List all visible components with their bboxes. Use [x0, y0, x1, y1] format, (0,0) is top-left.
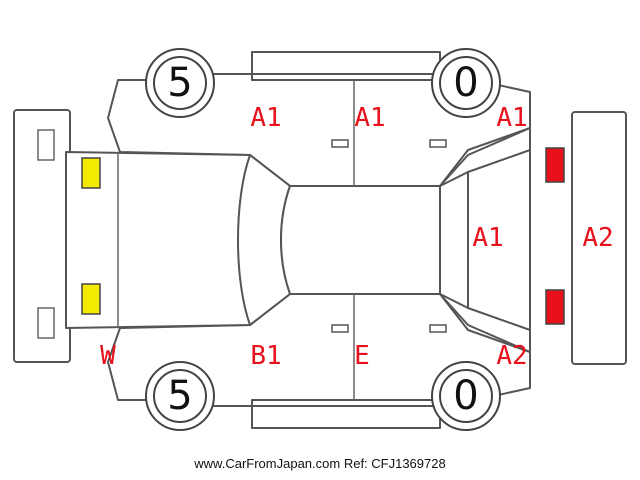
- code-front-right-door: B1: [250, 341, 281, 371]
- code-rear-right-door: E: [354, 341, 370, 371]
- door-handle-front-left: [331, 139, 349, 148]
- code-rear-glass: A1: [472, 223, 503, 253]
- front-bumper-vent-top: [37, 129, 55, 161]
- front-bumper: [13, 109, 71, 363]
- code-rear-left-door: A1: [354, 103, 385, 133]
- code-right-quarter: A2: [496, 341, 527, 371]
- footer-reference: www.CarFromJapan.com Ref: CFJ1369728: [194, 456, 446, 471]
- code-left-quarter: A1: [496, 103, 527, 133]
- tire-tread-front-left: 5: [167, 60, 192, 106]
- code-front-left-door: A1: [250, 103, 281, 133]
- trunk-panel: [467, 149, 531, 331]
- roof-panel: [280, 185, 441, 295]
- tire-tread-rear-right: 0: [453, 373, 478, 419]
- door-handle-rear-right: [429, 324, 447, 333]
- door-handle-front-right: [331, 324, 349, 333]
- red-marker: [545, 147, 565, 183]
- red-marker: [545, 289, 565, 325]
- wheel-rear-right: 0: [431, 361, 501, 431]
- yellow-marker: [81, 283, 101, 315]
- tire-tread-rear-left: 0: [453, 60, 478, 106]
- tire-tread-front-right: 5: [167, 373, 192, 419]
- code-rear-bumper: A2: [582, 223, 613, 253]
- rear-bumper: [571, 111, 627, 365]
- wheel-front-left: 5: [145, 48, 215, 118]
- door-handle-rear-left: [429, 139, 447, 148]
- roof-strip-bottom: [251, 405, 441, 429]
- roof-strip-top: [251, 51, 441, 75]
- rear-glass: [439, 171, 469, 309]
- yellow-marker: [81, 157, 101, 189]
- wheel-front-right: 5: [145, 361, 215, 431]
- wheel-rear-left: 0: [431, 48, 501, 118]
- code-front-bumper: W: [100, 341, 116, 371]
- front-bumper-vent-bottom: [37, 307, 55, 339]
